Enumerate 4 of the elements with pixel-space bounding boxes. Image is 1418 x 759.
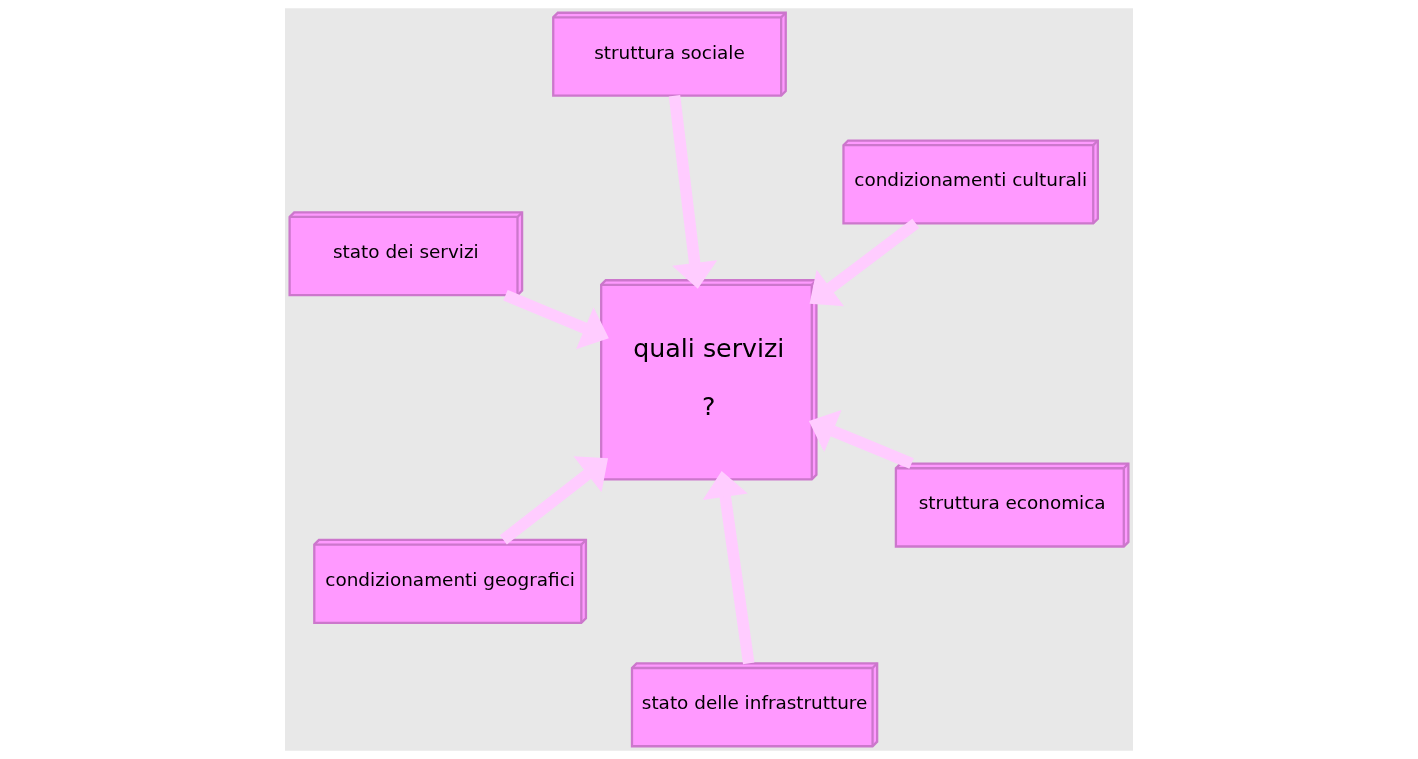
arrow bbox=[668, 95, 718, 289]
arrow bbox=[702, 471, 755, 665]
arrow bbox=[808, 410, 914, 469]
arrow bbox=[503, 289, 609, 350]
